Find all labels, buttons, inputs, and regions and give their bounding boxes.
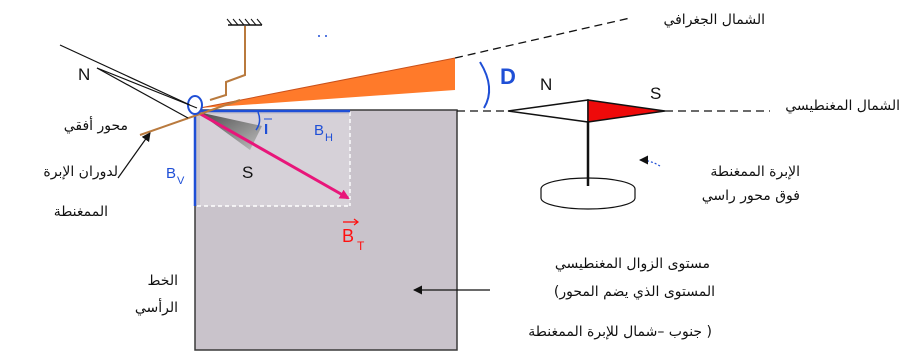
dip-needle-icon — [59, 44, 198, 119]
dip-needle-n-label: N — [78, 65, 90, 84]
inclination-arc — [255, 111, 261, 131]
horizontal-axis-label-line1: محور أفقي — [64, 116, 128, 134]
horizontal-axis-label-line3: الممغنطة — [54, 204, 108, 220]
horizontal-axis-label-line2: لدوران الإبرة — [43, 164, 118, 180]
vertical-line-label-line2: الرأسي — [135, 298, 178, 316]
bv-label-main: B — [166, 165, 176, 182]
plane-label-line2: (المستوى الذي يضم المحور — [554, 284, 715, 300]
compass-n-label: N — [540, 75, 552, 94]
plane-label-line1: مستوى الزوال المغنطيسي — [555, 256, 710, 272]
decorative-dot — [318, 35, 320, 37]
bh-label-main: B — [314, 122, 324, 139]
geographic-north-dashed-line — [454, 17, 631, 59]
compass-s-label: S — [650, 84, 661, 103]
bv-label: B V — [166, 165, 185, 187]
axis-pointer-arrow — [117, 132, 151, 179]
bh-label-sub: H — [325, 132, 333, 144]
bt-label-sub: T — [357, 239, 365, 253]
bt-label: B T — [342, 218, 365, 253]
compass-needle-icon — [507, 99, 666, 210]
decorative-dot — [325, 35, 327, 37]
compass-pointer-arrow — [639, 155, 661, 167]
inclination-label: I — [264, 118, 272, 138]
compass-caption-line2: فوق محور راسي — [702, 188, 800, 204]
bt-vector-arrow — [196, 110, 350, 200]
hatched-support-icon — [226, 18, 263, 26]
plane-label-line3: جنوب –شمال للإبرة الممغنطة ) — [528, 324, 712, 340]
bt-label-main: B — [342, 226, 354, 246]
magnetic-north-label: الشمال المغنطيسي — [785, 98, 900, 114]
dip-needle-s-label: S — [242, 163, 253, 182]
geographic-north-label: الشمال الجغرافي — [663, 12, 765, 28]
bh-label: B H — [314, 122, 333, 144]
declination-edge — [199, 57, 456, 109]
needle-support-post — [209, 26, 246, 101]
declination-arc — [479, 61, 491, 109]
declination-label: D — [500, 64, 516, 89]
bv-label-sub: V — [177, 175, 185, 187]
inclination-label-text: I — [264, 121, 268, 138]
compass-caption-line1: الإبرة الممغنطة — [710, 164, 800, 180]
horizontal-rotation-axis — [139, 99, 241, 136]
vertical-line-label-line1: الخط — [148, 273, 178, 289]
